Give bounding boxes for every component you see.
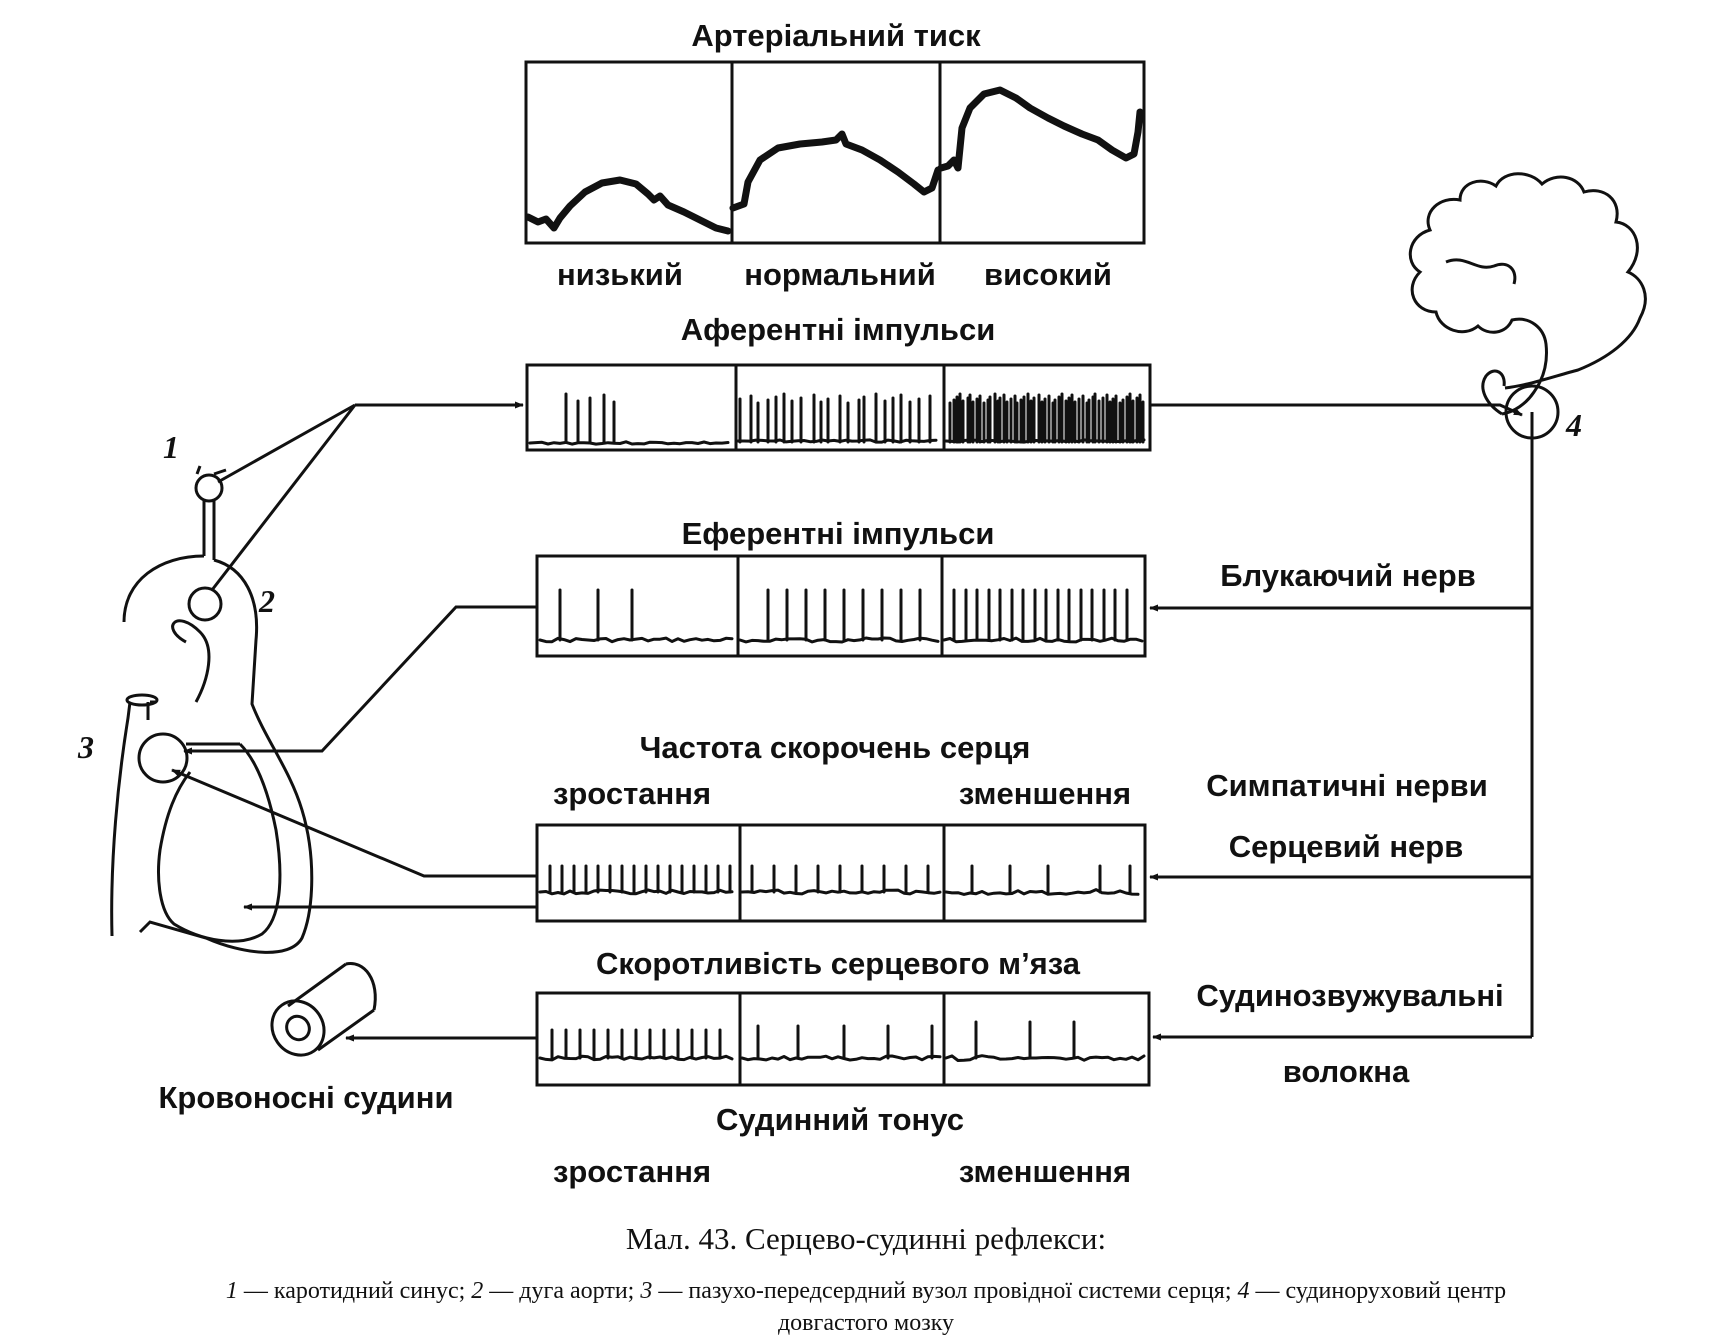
legend-segment-1: — каротидний синус;	[238, 1278, 471, 1304]
brain-illustration	[1408, 172, 1647, 442]
afferent-spikes	[564, 392, 1145, 444]
heart-rate-decrease-label: зменшення	[959, 776, 1131, 811]
blood-vessels-label: Кровоносні судини	[158, 1080, 453, 1115]
heart-rate-to-sa-node-connector	[171, 768, 537, 878]
vessel-outer-ring	[270, 999, 326, 1057]
label-number-2: 2	[258, 583, 275, 619]
vasoconstrictor-fibers-label-2: волокна	[1283, 1054, 1410, 1089]
sinoatrial-node-circle	[137, 732, 189, 784]
vasoconstrictor-fibers-label-1: Судинозвужувальні	[1196, 978, 1503, 1013]
arterial-pressure-frame	[524, 60, 1146, 245]
arterial-pressure-trace-low	[524, 176, 732, 235]
arterial-pressure-trace-normal	[729, 130, 942, 212]
brainstem-curve	[1481, 369, 1506, 416]
vascular-tone-increase-label: зростання	[553, 1154, 711, 1189]
vessel-inner-ring	[285, 1014, 311, 1042]
contractility-spikes	[550, 1020, 1076, 1060]
aorta-inner	[171, 619, 211, 703]
carotid-sinus-circle	[194, 473, 224, 503]
arterial-pressure-trace-high	[937, 86, 1144, 172]
label-number-3: 3	[77, 729, 94, 765]
vessel-body	[287, 962, 375, 1052]
efferent-spikes	[558, 588, 1129, 642]
heart-rate-title: Частота скорочень серця	[640, 730, 1031, 765]
label-number-1: 1	[163, 429, 179, 465]
carotid-branch-2	[213, 468, 227, 476]
contractility-title: Скоротливість серцевого м’яза	[596, 946, 1081, 981]
afferent-to-center-connector	[1150, 403, 1523, 417]
legend-segment-4: 3	[639, 1278, 652, 1304]
efferent-impulses-chart	[535, 554, 1147, 658]
pressure-normal-label: нормальний	[744, 257, 936, 292]
carotid-branch-1	[195, 465, 202, 475]
efferent-to-sa-node-connector	[183, 605, 537, 755]
contractility-chart	[535, 991, 1151, 1087]
cardiac-nerve-label: Серцевий нерв	[1229, 829, 1464, 864]
heart-rate-increase-label: зростання	[553, 776, 711, 811]
sympathetic-nerves-label: Симпатичні нерви	[1206, 768, 1488, 803]
heart-illustration	[110, 465, 314, 954]
legend-segment-7: — судинорухoвий центр	[1250, 1278, 1507, 1304]
aorta-to-afferent-line	[210, 404, 357, 591]
vascular-tone-decrease-label: зменшення	[959, 1154, 1131, 1189]
arterial-pressure-title: Артеріальний тиск	[691, 18, 981, 53]
blood-vessel-cylinder-icon	[270, 962, 377, 1057]
legend-segment-0: 1	[226, 1278, 238, 1304]
heart-outline	[157, 742, 282, 943]
carotid-to-afferent-line	[217, 403, 356, 484]
figure-caption-title: Мал. 43. Серцево-судинні рефлекси:	[626, 1221, 1106, 1256]
body-contour	[122, 554, 314, 954]
vagus-nerve-label: Блукаючий нерв	[1220, 558, 1476, 593]
brain-outline	[1408, 172, 1647, 416]
arterial-pressure-chart	[524, 60, 1146, 245]
afferent-impulses-chart	[525, 363, 1152, 452]
brain-inner-fold	[1445, 258, 1517, 285]
aortic-arch-circle	[187, 586, 223, 622]
legend-segment-5: — пазухо-передсердний вузол провідної си…	[652, 1278, 1237, 1304]
efferent-impulses-title: Еферентні імпульси	[682, 516, 995, 551]
label-number-4: 4	[1565, 407, 1582, 443]
heart-rate-chart	[535, 823, 1147, 923]
heart-rate-spikes	[548, 864, 1132, 894]
legend-segment-3: — дуга аорти;	[483, 1278, 640, 1304]
afferent-impulses-title: Аферентні імпульси	[681, 312, 996, 347]
vena-cava-opening	[125, 693, 159, 707]
legend-segment-6: 4	[1238, 1278, 1250, 1304]
figure-caption-legend-line-1: 1 — каротидний синус; 2 — дуга аорти; 3 …	[226, 1278, 1506, 1304]
pressure-low-label: низький	[557, 257, 683, 292]
vascular-tone-title: Судинний тонус	[716, 1102, 964, 1137]
figure-caption-legend-line-2: довгастого мозку	[778, 1310, 954, 1336]
vessel-end	[345, 962, 377, 1011]
pressure-high-label: високий	[984, 257, 1112, 292]
legend-segment-2: 2	[471, 1278, 483, 1304]
